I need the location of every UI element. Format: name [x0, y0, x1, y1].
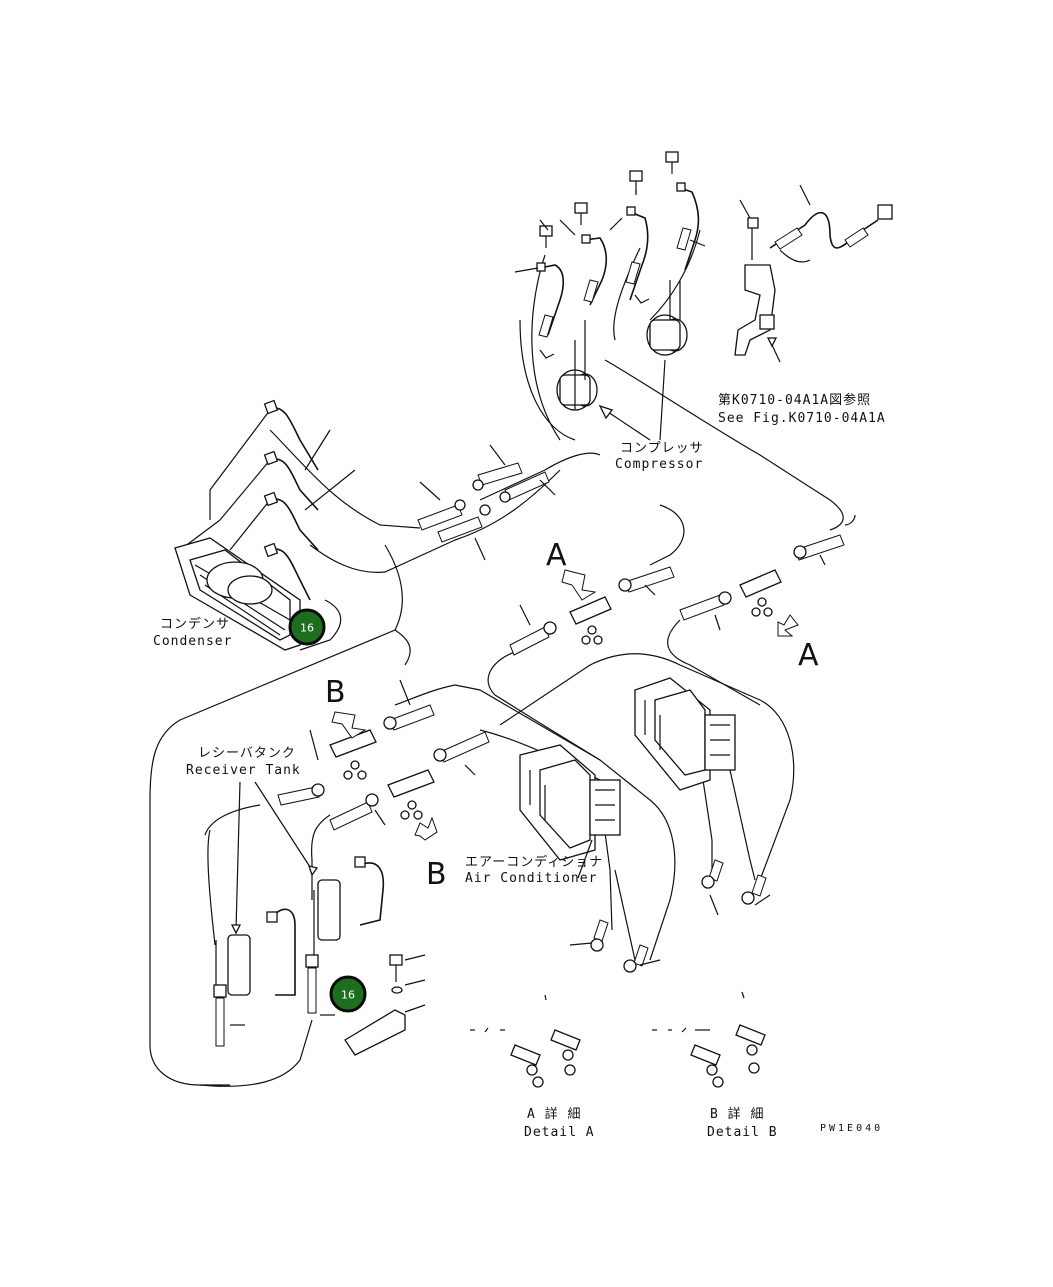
reference-label-jp: 第K0710-04A1A図参照 — [718, 392, 871, 408]
detail-a-view — [470, 994, 581, 1088]
compressor-label-jp: コンプレッサ — [620, 441, 704, 456]
middle-hoses — [277, 444, 845, 831]
receiver-tank-assembly — [213, 781, 385, 1047]
air-conditioner-left — [519, 744, 621, 861]
air-conditioner-label-jp: エアーコンディショナ — [465, 854, 603, 870]
labels: 第K0710-04A1A図参照 See Fig.K0710-04A1A コンプレ… — [153, 392, 886, 1140]
compressor-left — [556, 320, 598, 411]
detail-a-label-en: Detail A — [524, 1125, 595, 1140]
air-conditioner-label-en: Air Conditioner — [465, 871, 597, 886]
reference-label-en: See Fig.K0710-04A1A — [718, 411, 886, 426]
ac-fittings — [569, 859, 771, 973]
detail-b-label-jp: B 詳 細 — [710, 1106, 764, 1122]
detail-b-view — [652, 991, 766, 1088]
receiver-tank-label-en: Receiver Tank — [186, 763, 301, 778]
view-marker-a-right: A — [798, 638, 819, 673]
receiver-tank-label-jp: レシーバタンク — [198, 746, 296, 761]
detail-b-label-en: Detail B — [707, 1125, 778, 1140]
top-fittings — [514, 151, 706, 359]
view-arrows — [331, 569, 799, 841]
figure-code: PW1E040 — [820, 1123, 883, 1134]
callout-badge-receiver[interactable]: 16 — [329, 975, 367, 1013]
detail-a-label-jp: A 詳 細 — [527, 1106, 581, 1122]
compressor-label-en: Compressor — [615, 457, 703, 472]
reference-bracket — [734, 184, 893, 363]
bracket-bolt — [344, 954, 426, 1056]
view-marker-b-top: B — [325, 675, 346, 710]
condenser-unit — [174, 399, 356, 651]
callout-badge-condenser[interactable]: 16 — [288, 608, 326, 646]
label-leaders — [577, 359, 666, 879]
view-marker-b-bottom: B — [426, 857, 447, 892]
callout-badge-label: 16 — [300, 622, 314, 635]
condenser-label-jp: コンデンサ — [160, 616, 230, 632]
compressor-right — [646, 280, 688, 356]
hose-routing-lines — [149, 229, 856, 1087]
callout-badge-label: 16 — [341, 989, 355, 1002]
condenser-label-en: Condenser — [153, 634, 232, 649]
view-marker-a-top: A — [546, 538, 567, 573]
air-conditioner-right — [634, 677, 736, 791]
